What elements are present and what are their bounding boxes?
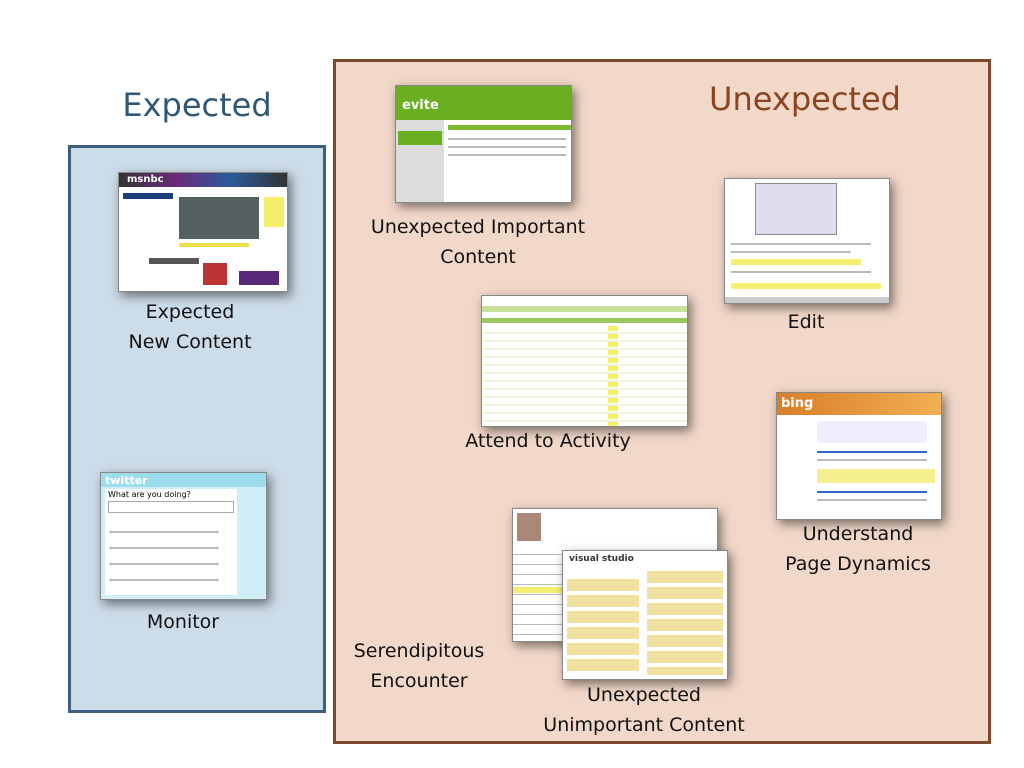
monitor-label: Monitor	[146, 611, 220, 633]
evite-thumbnail: evite	[395, 85, 572, 203]
label-line: Unexpected	[587, 684, 701, 706]
bing-logo: bing	[781, 396, 814, 411]
label-line: Unexpected Important	[370, 216, 586, 238]
twitter-logo: twitter	[105, 474, 148, 487]
label-line: Expected	[145, 301, 235, 323]
evite-logo: evite	[402, 98, 439, 113]
attend-to-activity-label: Attend to Activity	[465, 430, 631, 452]
msnbc-thumbnail: msnbc	[118, 172, 288, 292]
label-line: New Content	[128, 331, 252, 353]
unexpected-title: Unexpected	[709, 80, 901, 118]
label-line: Understand	[802, 523, 914, 545]
forum-thumbnail	[481, 295, 688, 427]
msnbc-logo: msnbc	[127, 174, 164, 185]
label-line: Encounter	[370, 670, 468, 692]
edit-label: Edit	[787, 311, 825, 333]
label-line: Serendipitous	[353, 640, 485, 662]
editor-thumbnail	[724, 178, 890, 304]
visual-studio-thumbnail: visual studio	[562, 550, 728, 680]
label-line: Content	[440, 246, 516, 268]
label-line: Page Dynamics	[785, 553, 931, 575]
visual-studio-logo: visual studio	[567, 554, 636, 564]
expected-title: Expected	[122, 86, 272, 124]
twitter-prompt: What are you doing?	[108, 490, 191, 499]
twitter-thumbnail: twitter What are you doing?	[100, 472, 267, 600]
bing-thumbnail: bing	[776, 392, 942, 520]
label-line: Unimportant Content	[543, 714, 745, 736]
